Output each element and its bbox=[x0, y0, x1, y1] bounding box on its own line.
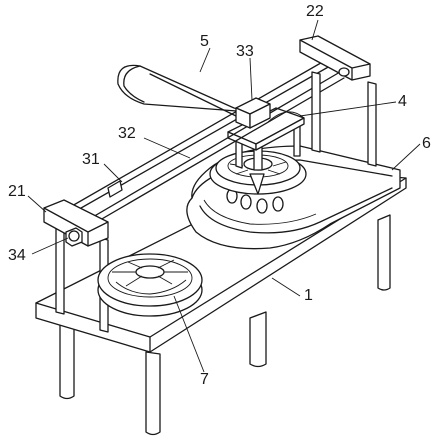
label-6: 6 bbox=[422, 135, 431, 152]
label-5: 5 bbox=[200, 33, 209, 50]
frame-right-22 bbox=[299, 35, 377, 167]
label-34: 34 bbox=[8, 247, 26, 264]
label-22: 22 bbox=[306, 3, 324, 20]
spool-wheel-7 bbox=[97, 253, 203, 317]
leg-front-left bbox=[59, 317, 75, 400]
knob-34 bbox=[65, 227, 83, 247]
label-7: 7 bbox=[200, 371, 209, 388]
rails bbox=[57, 59, 345, 235]
label-32: 32 bbox=[118, 125, 136, 142]
collar-31 bbox=[107, 180, 123, 198]
upper-wheel-assembly bbox=[209, 107, 307, 214]
belt-loop-5 bbox=[117, 64, 251, 117]
label-31: 31 bbox=[82, 151, 100, 168]
frame-left-21 bbox=[43, 199, 109, 333]
leg-back-right bbox=[377, 214, 391, 291]
label-4: 4 bbox=[398, 93, 407, 110]
leader-lines bbox=[27, 19, 421, 373]
upper-wheel-rollers bbox=[226, 188, 284, 214]
leg-front-right bbox=[249, 311, 267, 368]
callout-labels: 22 5 33 4 6 32 31 21 34 1 7 bbox=[8, 3, 431, 388]
slider-block-33 bbox=[235, 97, 271, 129]
leg-front-mid bbox=[145, 351, 161, 436]
label-21: 21 bbox=[8, 183, 26, 200]
label-33: 33 bbox=[236, 43, 254, 60]
cutter-blade bbox=[249, 173, 265, 195]
label-1: 1 bbox=[304, 287, 313, 304]
